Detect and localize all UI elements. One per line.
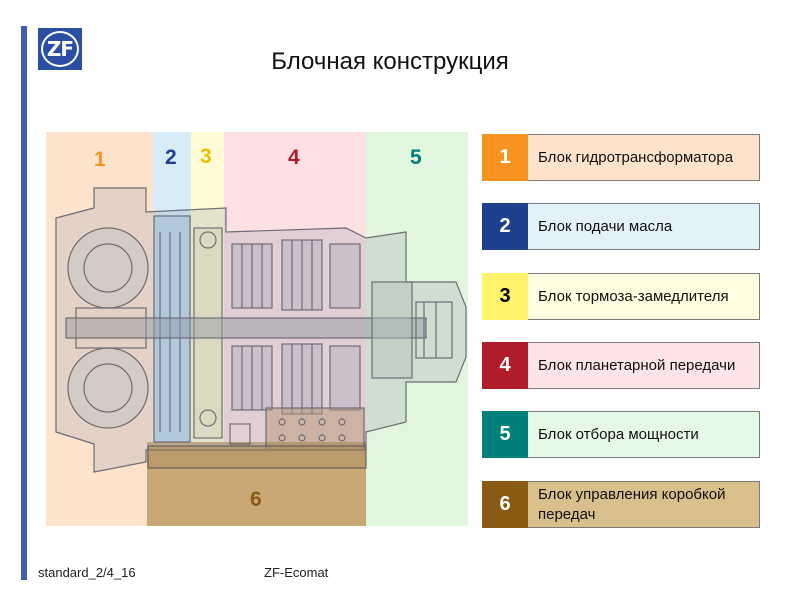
diagram-label-5: 5 bbox=[410, 146, 422, 170]
legend-label-1: Блок гидротрансформатора bbox=[528, 134, 760, 181]
footer-slide-id: standard_2/4_16 bbox=[38, 565, 136, 580]
footer-product-name: ZF-Ecomat bbox=[264, 565, 328, 580]
diagram-label-1: 1 bbox=[94, 148, 106, 172]
legend-label-4: Блок планетарной передачи bbox=[528, 342, 760, 389]
legend-label-3: Блок тормоза-замедлителя bbox=[528, 273, 760, 320]
accent-bar bbox=[21, 26, 27, 580]
legend-item-6: 6 Блок управления коробкой передач bbox=[482, 481, 760, 528]
diagram-label-2: 2 bbox=[165, 146, 177, 170]
diagram-label-3: 3 bbox=[200, 145, 212, 169]
legend-item-4: 4 Блок планетарной передачи bbox=[482, 342, 760, 389]
page-title: Блочная конструкция bbox=[0, 48, 780, 76]
legend-item-3: 3 Блок тормоза-замедлителя bbox=[482, 273, 760, 320]
transmission-cross-section bbox=[46, 132, 468, 526]
legend-label-2: Блок подачи масла bbox=[528, 203, 760, 250]
diagram-label-4: 4 bbox=[288, 146, 300, 170]
diagram-label-6: 6 bbox=[250, 488, 262, 512]
legend-item-2: 2 Блок подачи масла bbox=[482, 203, 760, 250]
legend-label-6: Блок управления коробкой передач bbox=[528, 481, 760, 528]
legend-number-4: 4 bbox=[482, 342, 528, 389]
legend-number-6: 6 bbox=[482, 481, 528, 528]
legend-number-5: 5 bbox=[482, 411, 528, 458]
legend-label-5: Блок отбора мощности bbox=[528, 411, 760, 458]
legend-item-1: 1 Блок гидротрансформатора bbox=[482, 134, 760, 181]
legend-number-2: 2 bbox=[482, 203, 528, 250]
legend-number-3: 3 bbox=[482, 273, 528, 320]
legend-item-5: 5 Блок отбора мощности bbox=[482, 411, 760, 458]
legend-number-1: 1 bbox=[482, 134, 528, 181]
transmission-diagram: 1 2 3 4 5 6 bbox=[46, 132, 468, 526]
